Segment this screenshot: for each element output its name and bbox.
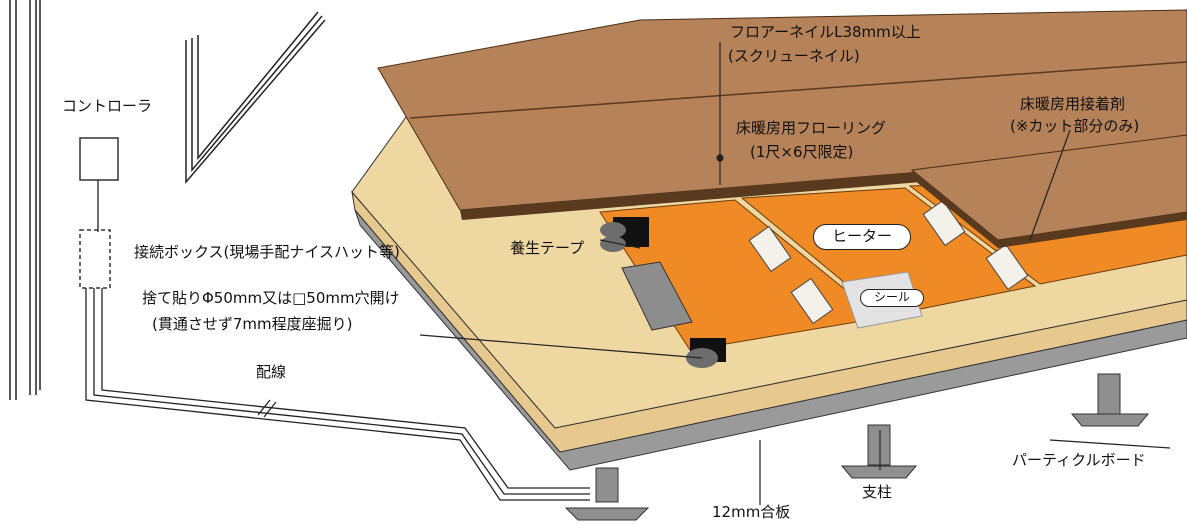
wall-lines <box>9 0 41 400</box>
junction-box-label: 接続ボックス(現場手配ナイスハット等) <box>134 243 400 261</box>
flooring-boards <box>377 9 1187 248</box>
wall-corner <box>185 11 326 185</box>
wiring-cables <box>85 180 590 501</box>
controller-icon <box>79 137 119 181</box>
plywood-label: 12mm合板 <box>712 503 791 521</box>
controller-label: コントローラ <box>62 97 153 115</box>
junction-box-icon <box>79 229 111 289</box>
tape-label: 養生テープ <box>510 239 585 257</box>
flooring-label-line1: 床暖房用フローリング <box>736 119 887 137</box>
nail-label-line2: (スクリューネイル) <box>728 47 860 65</box>
heater-label: ヒーター <box>813 224 911 250</box>
wiring-label: 配線 <box>256 363 287 381</box>
nail-label-line1: フロアーネイルL38mm以上 <box>730 23 921 41</box>
seal-label: シール <box>860 289 924 307</box>
adhesive-label-line1: 床暖房用接着剤 <box>1020 95 1126 113</box>
tape-strip <box>621 261 693 331</box>
hole-label-line1: 捨て貼りΦ50mm又は□50mm穴開け <box>142 289 400 307</box>
support-post <box>564 373 1150 521</box>
post-label: 支柱 <box>862 483 893 501</box>
particle-board-label: パーティクルボード <box>1012 451 1146 469</box>
hole-label-line2: (貫通させず7mm程度座掘り) <box>152 315 353 333</box>
leader-lines <box>419 42 1171 505</box>
heater-connectors <box>748 199 1029 325</box>
flooring-label-line2: (1尺×6尺限定) <box>750 143 854 161</box>
adhesive-label-line2: (※カット部分のみ) <box>1010 117 1140 135</box>
